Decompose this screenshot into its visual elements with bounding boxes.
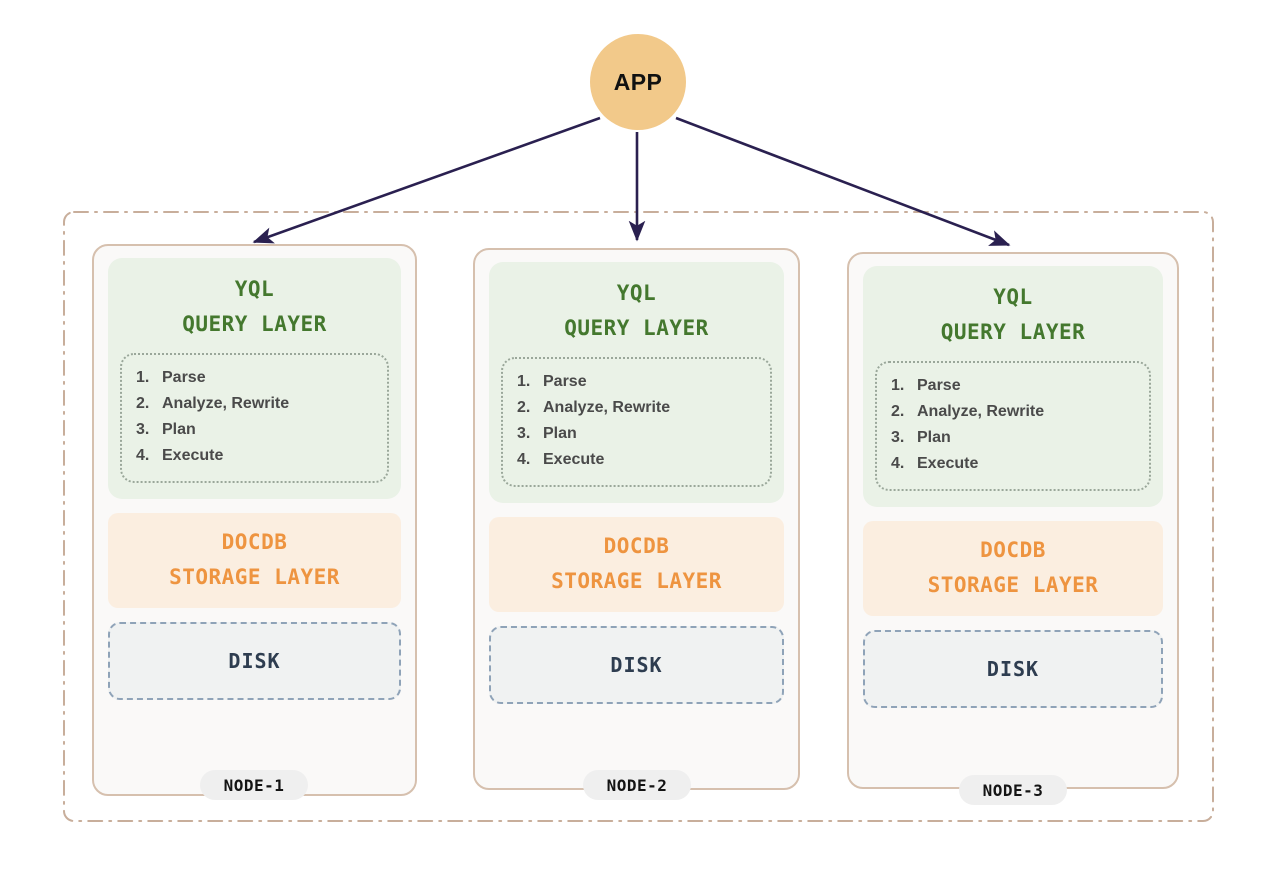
disk-panel-1: DISK: [108, 622, 401, 701]
query-steps-list-2: 1. Parse 2. Analyze, Rewrite 3. Plan 4: [517, 369, 756, 473]
list-item: 3. Plan: [891, 425, 1135, 451]
query-steps-box-2: 1. Parse 2. Analyze, Rewrite 3. Plan 4: [501, 357, 772, 487]
step-number: 4.: [136, 447, 150, 464]
step-number: 1.: [136, 369, 150, 387]
list-item: 3. Plan: [517, 421, 756, 447]
node-3-content: YQL QUERY LAYER 1. Parse 2. Analyze, Rew…: [849, 254, 1177, 787]
yql-query-layer-panel-1: YQL QUERY LAYER 1. Parse 2. Analyze, Rew…: [108, 258, 401, 499]
step-label: Execute: [917, 455, 979, 472]
step-label: Plan: [917, 429, 951, 447]
step-label: Plan: [543, 425, 577, 443]
app-node-label: APP: [613, 68, 663, 95]
step-label: Analyze, Rewrite: [543, 399, 671, 417]
list-item: 3. Plan: [136, 417, 373, 443]
list-item: 2. Analyze, Rewrite: [517, 395, 756, 421]
yql-query-layer-panel-3: YQL QUERY LAYER 1. Parse 2. Analyze, Rew…: [863, 266, 1163, 507]
step-number: 1.: [891, 377, 905, 395]
yql-query-layer-title-2: YQL QUERY LAYER: [564, 281, 709, 340]
step-number: 3.: [891, 429, 905, 447]
docdb-storage-layer-title-1: DOCDB STORAGE LAYER: [169, 529, 340, 589]
node-badge-label-1: NODE-1: [223, 775, 285, 795]
arrow-app-to-node-3: [675, 116, 1011, 247]
arrow-app-to-node-1: [252, 116, 601, 244]
docdb-storage-layer-title-3: DOCDB STORAGE LAYER: [927, 537, 1099, 597]
query-steps-box-1: 1. Parse 2. Analyze, Rewrite 3. Plan 4: [120, 353, 389, 483]
step-label: Execute: [162, 447, 224, 464]
list-item: 4. Execute: [517, 447, 756, 473]
step-label: Parse: [917, 377, 961, 395]
disk-label-1: DISK: [228, 649, 281, 674]
step-number: 2.: [136, 395, 150, 413]
docdb-storage-layer-panel-3: DOCDB STORAGE LAYER: [863, 520, 1163, 617]
node-card-1[interactable]: YQL QUERY LAYER 1. Parse 2. Analyze, Rew…: [92, 244, 417, 796]
step-number: 1.: [517, 373, 531, 391]
step-label: Execute: [543, 451, 605, 468]
list-item: 1. Parse: [517, 369, 756, 395]
disk-label-2: DISK: [610, 653, 663, 678]
node-card-3[interactable]: YQL QUERY LAYER 1. Parse 2. Analyze, Rew…: [847, 252, 1179, 789]
list-item: 4. Execute: [891, 451, 1135, 477]
docdb-storage-layer-title-2: DOCDB STORAGE LAYER: [551, 533, 722, 593]
step-label: Analyze, Rewrite: [162, 395, 290, 413]
yql-query-layer-title-3: YQL QUERY LAYER: [940, 285, 1086, 344]
list-item: 1. Parse: [891, 373, 1135, 399]
node-badge-3[interactable]: NODE-3: [959, 775, 1067, 805]
disk-panel-2: DISK: [489, 626, 784, 705]
query-steps-box-3: 1. Parse 2. Analyze, Rewrite 3. Plan 4: [875, 361, 1151, 491]
step-number: 3.: [136, 421, 150, 439]
node-badge-2[interactable]: NODE-2: [583, 770, 691, 800]
list-item: 2. Analyze, Rewrite: [891, 399, 1135, 425]
step-number: 4.: [517, 451, 531, 468]
node-2-content: YQL QUERY LAYER 1. Parse 2. Analyze, Rew…: [475, 250, 798, 788]
node-badge-label-2: NODE-2: [606, 775, 668, 795]
step-label: Parse: [162, 369, 206, 387]
app-node[interactable]: APP: [590, 34, 686, 130]
step-label: Plan: [162, 421, 196, 439]
disk-panel-3: DISK: [863, 630, 1163, 709]
yql-query-layer-panel-2: YQL QUERY LAYER 1. Parse 2. Analyze, Rew…: [489, 262, 784, 503]
docdb-storage-layer-panel-2: DOCDB STORAGE LAYER: [489, 516, 784, 613]
step-label: Parse: [543, 373, 587, 391]
step-number: 2.: [891, 403, 905, 421]
query-steps-list-1: 1. Parse 2. Analyze, Rewrite 3. Plan 4: [136, 365, 373, 469]
node-badge-1[interactable]: NODE-1: [200, 770, 308, 800]
list-item: 1. Parse: [136, 365, 373, 391]
node-1-content: YQL QUERY LAYER 1. Parse 2. Analyze, Rew…: [94, 246, 415, 794]
list-item: 2. Analyze, Rewrite: [136, 391, 373, 417]
disk-label-3: DISK: [986, 657, 1040, 682]
step-number: 4.: [891, 455, 905, 472]
node-card-2[interactable]: YQL QUERY LAYER 1. Parse 2. Analyze, Rew…: [473, 248, 800, 790]
list-item: 4. Execute: [136, 443, 373, 469]
step-number: 3.: [517, 425, 531, 443]
yql-query-layer-title-1: YQL QUERY LAYER: [182, 277, 327, 336]
docdb-storage-layer-panel-1: DOCDB STORAGE LAYER: [108, 512, 401, 609]
step-number: 2.: [517, 399, 531, 417]
node-badge-label-3: NODE-3: [982, 780, 1044, 800]
query-steps-list-3: 1. Parse 2. Analyze, Rewrite 3. Plan 4: [891, 373, 1135, 477]
step-label: Analyze, Rewrite: [917, 403, 1045, 421]
